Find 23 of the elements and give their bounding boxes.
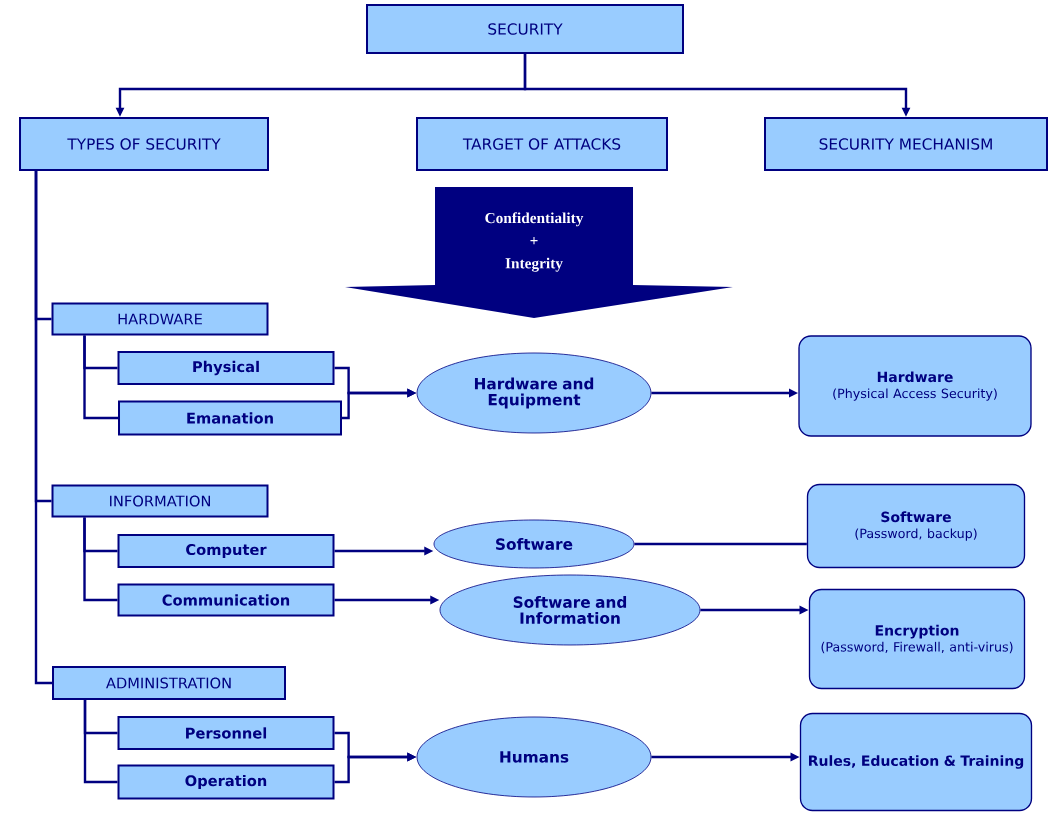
item-box: Personnel [117, 716, 335, 750]
item-box: Operation [117, 764, 335, 800]
category-box: INFORMATION [51, 484, 269, 518]
category-box: HARDWARE [51, 302, 269, 336]
connector-line [634, 542, 807, 546]
mechanism-box: Hardware (Physical Access Security) [798, 335, 1032, 437]
item-box: Communication [117, 583, 335, 617]
category-box: SECURITY MECHANISM [764, 117, 1048, 171]
item-box: Physical [117, 351, 335, 385]
mechanism-box: Software (Password, backup) [806, 483, 1026, 569]
item-box: Computer [117, 534, 335, 568]
category-box: TYPES OF SECURITY [19, 117, 269, 171]
mechanism-box: Rules, Education & Training [799, 712, 1033, 812]
category-box: SECURITY [366, 4, 684, 54]
mechanism-box: Encryption (Password, Firewall, anti-virus) [808, 588, 1026, 690]
category-box: TARGET OF ATTACKS [416, 117, 668, 171]
down-arrow-banner: Confidentiality + Integrity [345, 187, 733, 318]
connector-line [83, 335, 118, 420]
category-box: ADMINISTRATION [52, 666, 286, 700]
connector-line [83, 700, 118, 784]
connector-line [83, 517, 118, 602]
connector-line [34, 171, 52, 685]
item-box: Emanation [118, 400, 342, 436]
